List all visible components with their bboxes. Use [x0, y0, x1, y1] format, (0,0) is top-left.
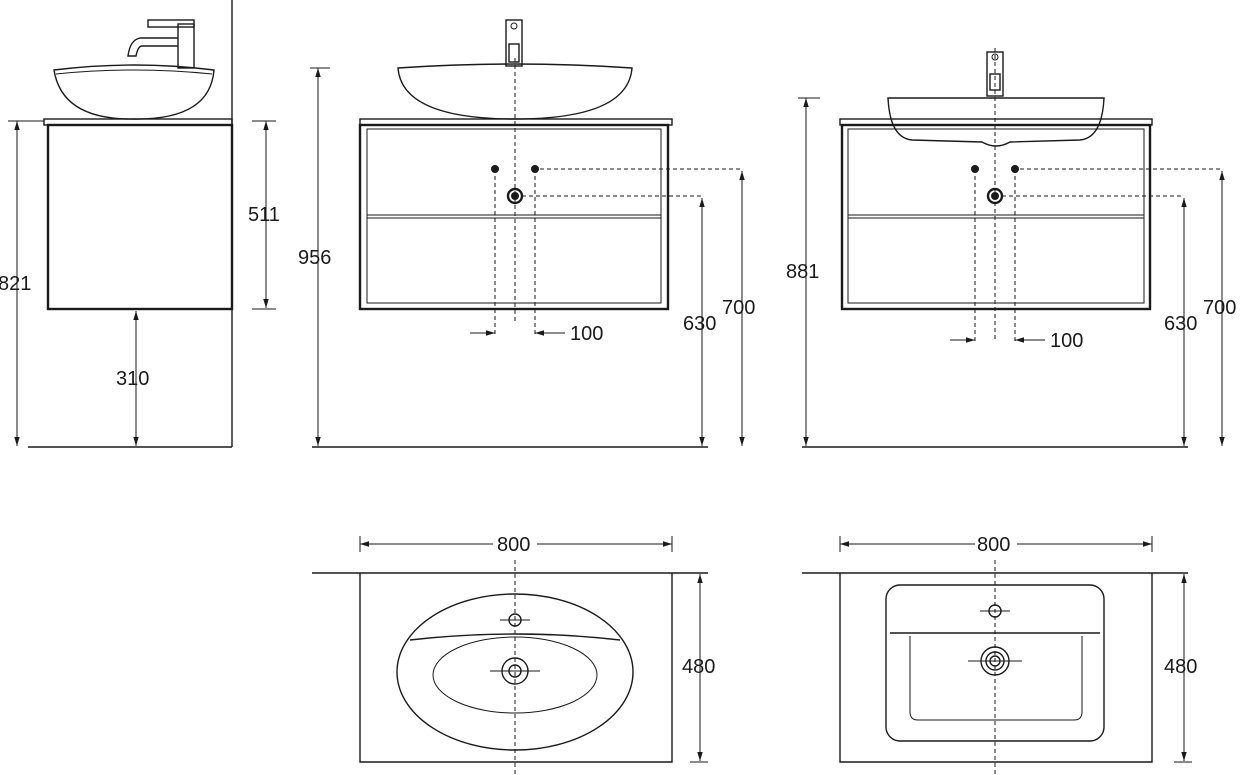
faucet-front-1: [505, 19, 523, 67]
top-view-rect: 800 480: [802, 534, 1197, 775]
front-view-recessed: 100 881 630 700: [786, 48, 1236, 448]
dim-630-label-2: 630: [1164, 313, 1197, 335]
dim-511-label: 511: [248, 204, 280, 226]
faucet-side: [127, 19, 195, 69]
dim-881-label: 881: [786, 261, 819, 283]
side-view: 821 511 310: [0, 0, 280, 448]
countertop-outline-top-1: [359, 573, 673, 763]
recessed-basin-front: [887, 97, 1105, 147]
dim-100-label-1: 100: [570, 323, 603, 345]
top-view-oval: 800 480: [312, 534, 715, 775]
dim-956-label: 956: [298, 247, 331, 269]
countertop-outline-top-2: [839, 573, 1153, 763]
dim-821-label: 821: [0, 273, 31, 295]
dim-480-label-1: 480: [682, 656, 715, 678]
cabinet-side: [46, 123, 234, 311]
vessel-basin-front: [397, 63, 633, 120]
cabinet-front-1: [358, 123, 670, 311]
front-view-vessel: 100 956 630 700: [298, 19, 755, 448]
dim-100-label-2: 100: [1050, 330, 1083, 352]
oval-basin-bowl: [409, 633, 621, 641]
dim-630-label-1: 630: [683, 313, 716, 335]
dim-480-label-2: 480: [1164, 656, 1197, 678]
dim-700-label-2: 700: [1203, 297, 1236, 319]
dim-800-label-2: 800: [977, 534, 1010, 556]
vessel-basin: [53, 64, 215, 120]
rect-basin-bowl: [909, 636, 1083, 721]
dim-310-label: 310: [116, 368, 149, 390]
cabinet-front-2: [840, 123, 1152, 311]
dim-700-label-1: 700: [722, 297, 755, 319]
dim-800-label-1: 800: [497, 534, 530, 556]
